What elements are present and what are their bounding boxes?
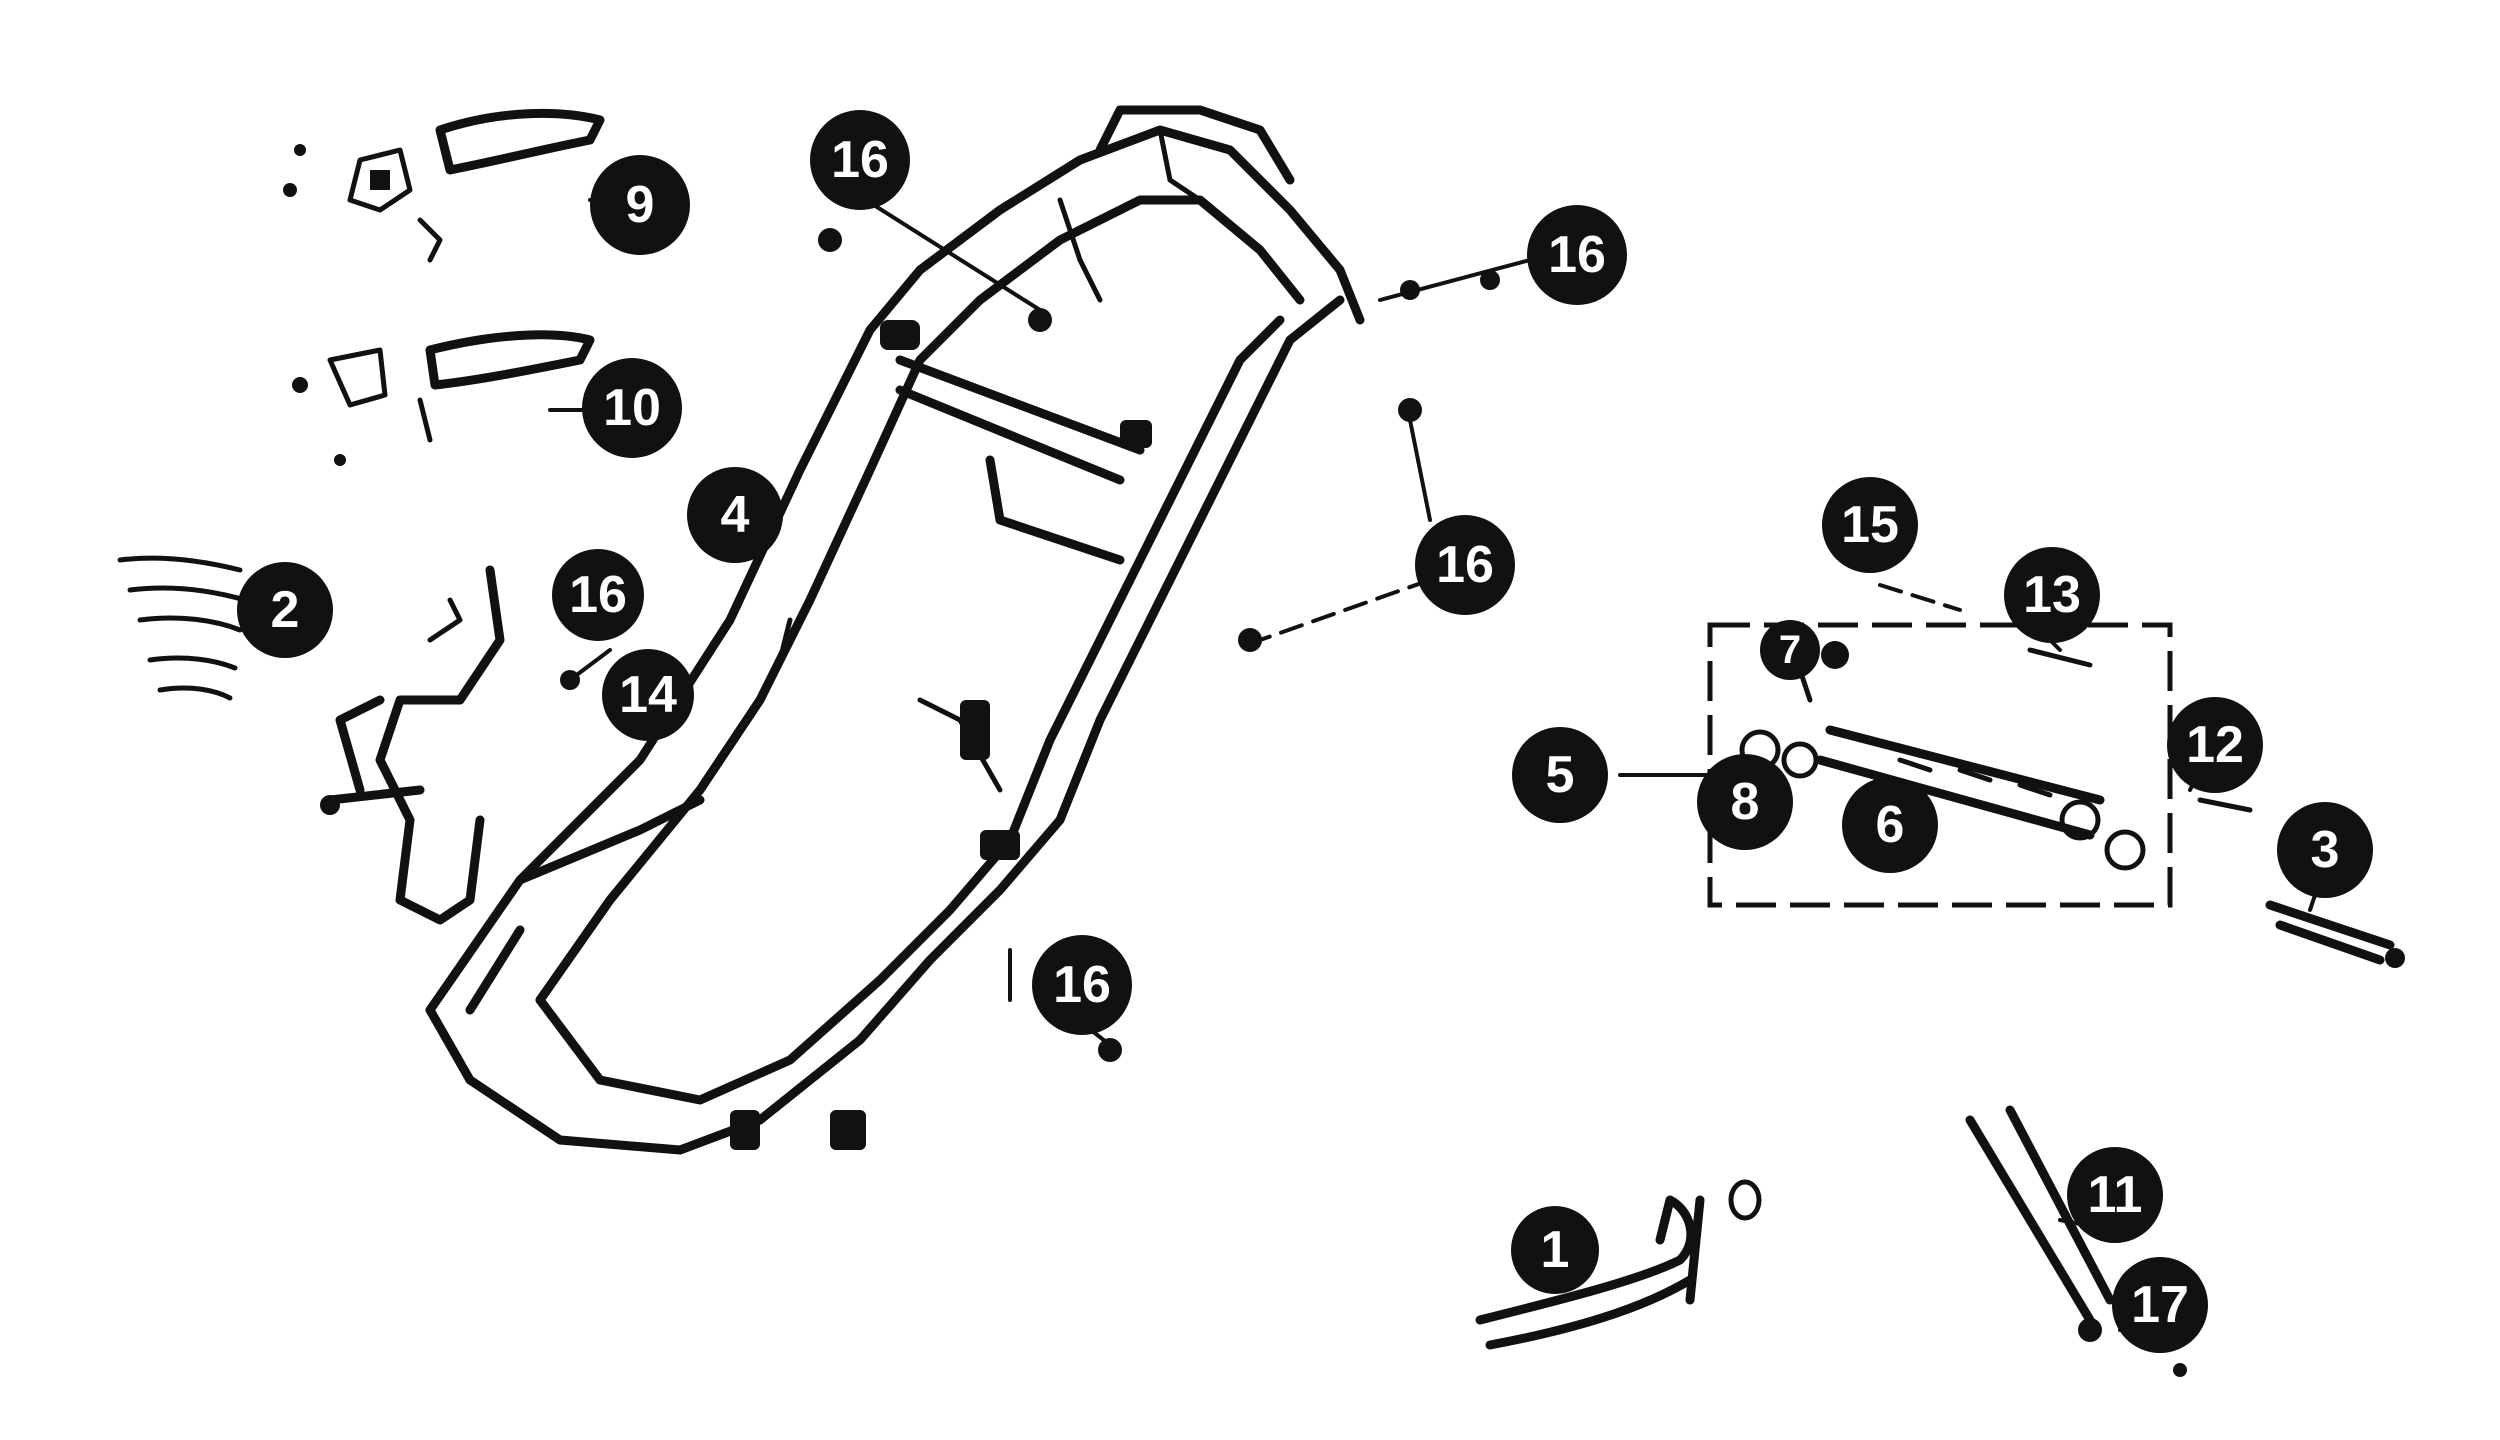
callout-4-label: 4 bbox=[721, 486, 750, 544]
callout-6-label: 6 bbox=[1876, 796, 1905, 854]
part-1-side-stand bbox=[1475, 1179, 1762, 1350]
callout-16-right: 16 bbox=[1527, 205, 1627, 305]
callout-10: 10 bbox=[582, 358, 682, 458]
callout-16-right-label: 16 bbox=[1548, 226, 1606, 284]
callout-17: 17 bbox=[2112, 1257, 2208, 1353]
callout-12: 12 bbox=[2167, 697, 2263, 793]
callout-16-top: 16 bbox=[810, 110, 910, 210]
callout-7-label: 7 bbox=[1779, 628, 1801, 672]
callout-16-top-label: 16 bbox=[831, 131, 889, 189]
bolts-16 bbox=[560, 228, 1500, 1062]
part-3-lever bbox=[2265, 900, 2405, 968]
callout-13-label: 13 bbox=[2023, 566, 2081, 624]
callout-6: 6 bbox=[1842, 777, 1938, 873]
callout-16-mid: 16 bbox=[1415, 515, 1515, 615]
callout-12-label: 12 bbox=[2186, 716, 2244, 774]
part-13-pin bbox=[2027, 647, 2093, 668]
leader-lines bbox=[548, 188, 2322, 1337]
callout-4: 4 bbox=[687, 467, 783, 563]
callout-16-left: 16 bbox=[552, 549, 644, 641]
callout-2: 2 bbox=[237, 562, 333, 658]
callout-7: 7 bbox=[1760, 620, 1820, 680]
callout-5: 5 bbox=[1512, 727, 1608, 823]
part-11-shock-absorber bbox=[1965, 1105, 2115, 1342]
callout-1-label: 1 bbox=[1541, 1221, 1570, 1279]
callout-16-mid-label: 16 bbox=[1436, 536, 1494, 594]
callout-1: 1 bbox=[1511, 1206, 1599, 1294]
callout-11: 11 bbox=[2067, 1147, 2163, 1243]
part-9-step-bracket bbox=[283, 108, 605, 263]
callout-10-label: 10 bbox=[603, 379, 661, 437]
callout-2-label: 2 bbox=[271, 581, 300, 639]
part-10-step-bracket bbox=[292, 330, 595, 466]
part-17-bolt bbox=[2173, 1363, 2187, 1377]
callout-15-label: 15 bbox=[1841, 496, 1899, 554]
callout-9-label: 9 bbox=[626, 176, 655, 234]
callout-8: 8 bbox=[1697, 754, 1793, 850]
part-12-pin bbox=[2197, 797, 2253, 813]
part-2-springs bbox=[117, 555, 248, 701]
callout-14-label: 14 bbox=[619, 666, 677, 724]
callout-9: 9 bbox=[590, 155, 690, 255]
rear-bracket bbox=[320, 565, 505, 925]
callout-13: 13 bbox=[2004, 547, 2100, 643]
callout-16-bottom-label: 16 bbox=[1053, 956, 1111, 1014]
callout-5-label: 5 bbox=[1546, 746, 1575, 804]
callout-15: 15 bbox=[1822, 477, 1918, 573]
callout-3: 3 bbox=[2277, 802, 2373, 898]
callout-16-bottom: 16 bbox=[1032, 935, 1132, 1035]
callout-16-left-label: 16 bbox=[569, 566, 627, 624]
callout-8-label: 8 bbox=[1731, 773, 1760, 831]
callout-3-label: 3 bbox=[2311, 821, 2340, 879]
callout-14: 14 bbox=[602, 649, 694, 741]
main-frame bbox=[425, 105, 1365, 1155]
callout-17-label: 17 bbox=[2131, 1276, 2189, 1334]
callout-11-label: 11 bbox=[2088, 1166, 2143, 1224]
